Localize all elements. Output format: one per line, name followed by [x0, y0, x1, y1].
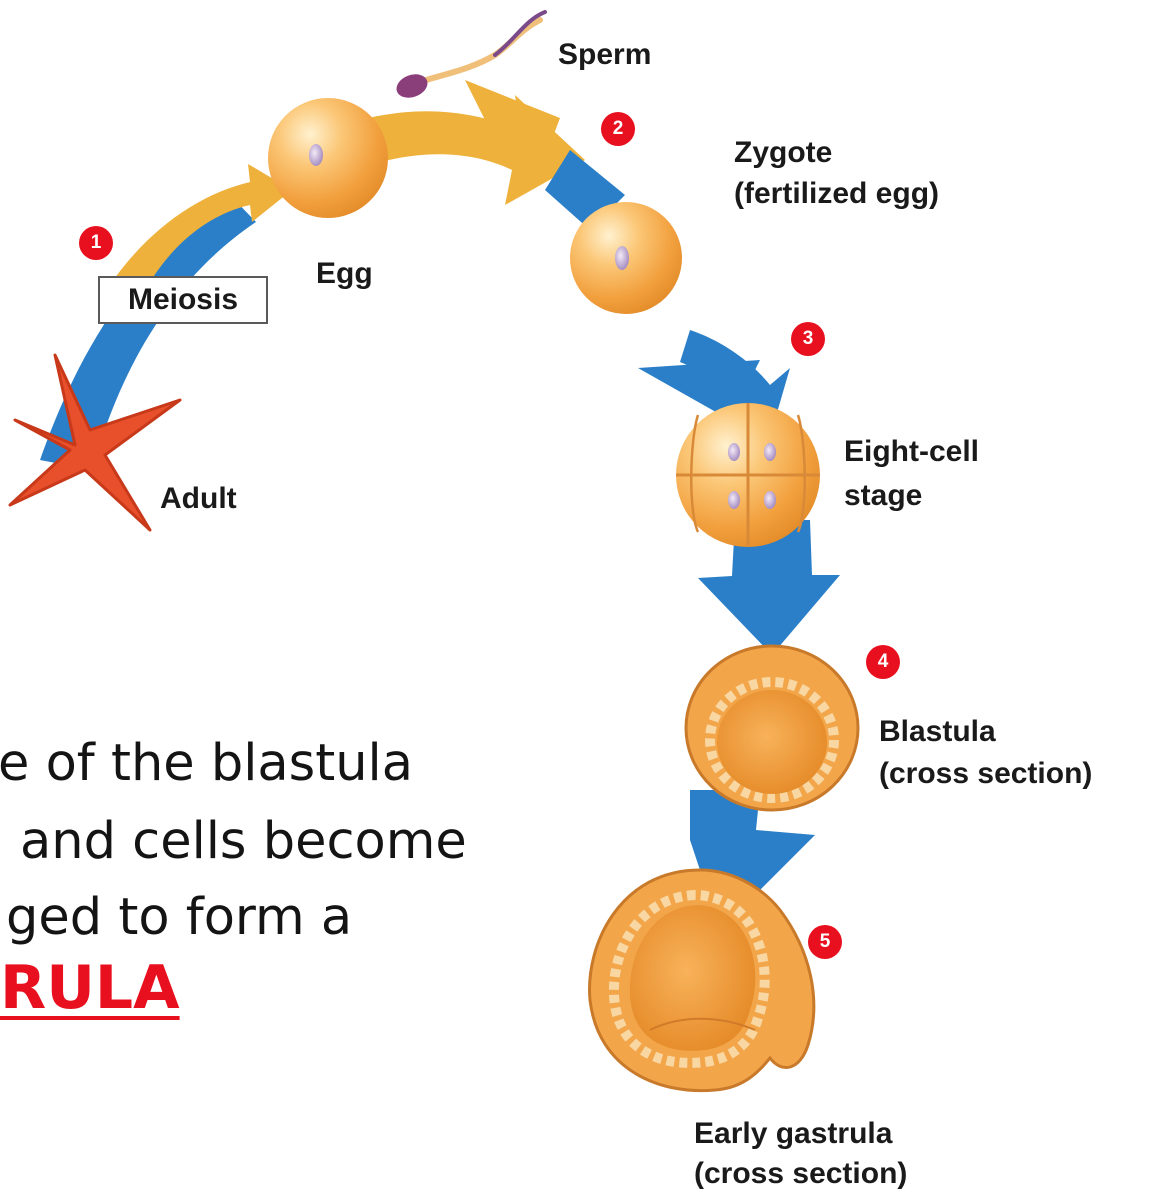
eight-cell-label-line1: Eight-cell [844, 433, 979, 470]
caption-line-3: ged to form a [6, 880, 352, 956]
zygote-label-line1: Zygote [734, 134, 832, 171]
sperm-label: Sperm [558, 36, 651, 73]
blastula-label-line1: Blastula [879, 713, 996, 750]
caption-text: e of the blastula and cells become ged t… [0, 700, 640, 1120]
meiosis-label: Meiosis [98, 276, 268, 324]
gastrula-label-line2: (cross section) [694, 1155, 907, 1192]
blastula [686, 646, 858, 810]
step-badge-2: 2 [601, 112, 635, 146]
step-badge-4: 4 [866, 645, 900, 679]
step-badge-5: 5 [808, 925, 842, 959]
blastula-label-line2: (cross section) [879, 755, 1092, 792]
zygote-label-line2: (fertilized egg) [734, 175, 939, 212]
zygote-cell [570, 202, 682, 314]
egg-cell [268, 98, 388, 218]
egg-label: Egg [316, 255, 373, 292]
caption-keyword: RULA [0, 950, 180, 1026]
eight-cell-embryo [676, 403, 820, 547]
caption-line-2: and cells become [20, 804, 467, 880]
caption-line-1: e of the blastula [0, 726, 413, 802]
step-badge-1: 1 [79, 226, 113, 260]
adult-label: Adult [160, 480, 237, 517]
sperm [393, 12, 545, 102]
gastrula-label-line1: Early gastrula [694, 1115, 892, 1152]
eight-cell-label-line2: stage [844, 477, 922, 514]
step-badge-3: 3 [791, 322, 825, 356]
